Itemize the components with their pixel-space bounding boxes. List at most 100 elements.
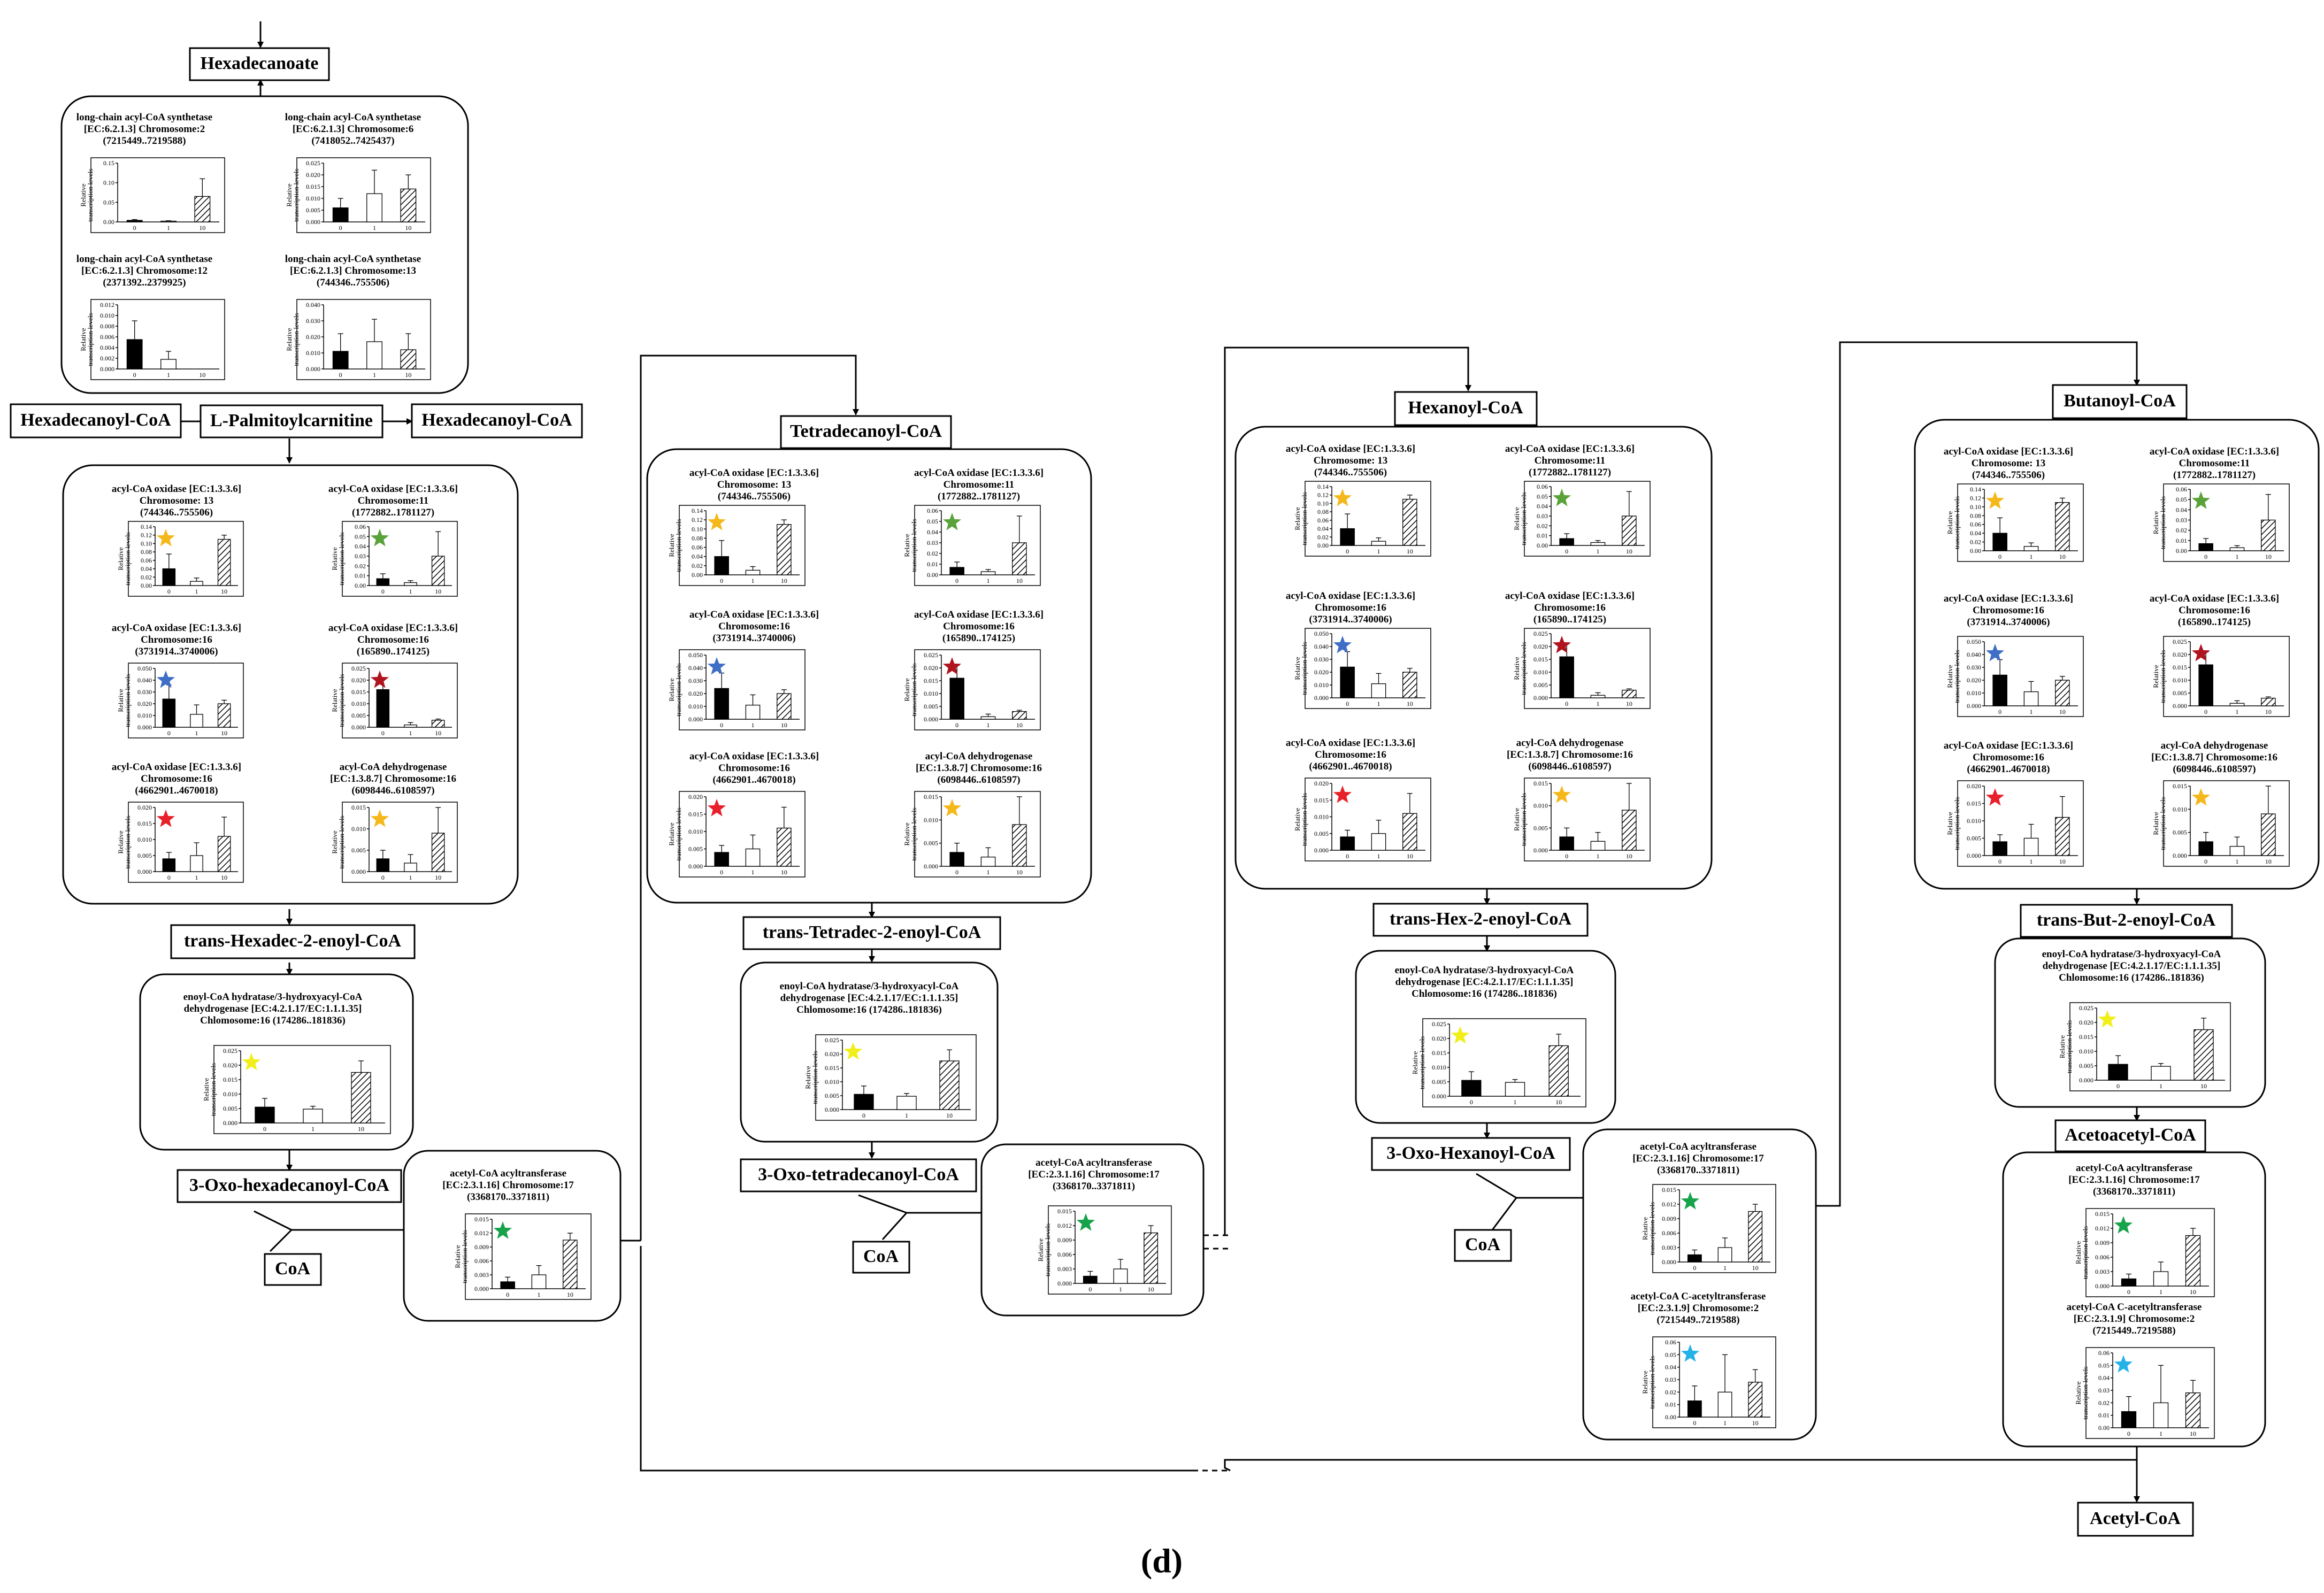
x-tick-label: 1 <box>2030 553 2033 560</box>
node-label: Acetoacetyl-CoA <box>2065 1125 2196 1145</box>
chart-title-line: dehydrogenase [EC:4.2.1.17/EC:1.1.1.35] <box>780 992 958 1004</box>
chart-title-line: (744346..755506) <box>1314 467 1387 478</box>
chart-p4_aco11: acyl-CoA oxidase [EC:1.3.3.6]Chromosome:… <box>2150 446 2290 562</box>
x-tick-label: 0 <box>720 721 723 729</box>
y-tick-label: 0.10 <box>141 540 152 547</box>
x-tick-label: 0 <box>1998 553 2001 560</box>
y-tick-label: 0.02 <box>1665 1388 1676 1396</box>
x-tick-label: 10 <box>1407 700 1413 707</box>
chart-p1_aco16b: acyl-CoA oxidase [EC:1.3.3.6]Chromosome:… <box>328 622 458 738</box>
x-tick-label: 10 <box>1407 852 1413 860</box>
y-tick-label: 0.015 <box>2173 782 2187 790</box>
node-label: L-Palmitoylcarnitine <box>210 411 373 430</box>
chart-title-line: (165890..174125) <box>1533 614 1606 625</box>
y-tick-label: 0.05 <box>103 198 114 206</box>
chart-title-line: [EC:6.2.1.3] Chromosome:6 <box>293 124 414 135</box>
chart-title-line: [EC:6.2.1.3] Chromosome:12 <box>81 265 208 276</box>
chart-title-line: (744346..755506) <box>317 277 389 288</box>
bar-1 <box>1717 1247 1732 1263</box>
x-tick-label: 10 <box>1016 868 1023 876</box>
star-icon <box>2191 644 2211 661</box>
y-tick-label: 0.08 <box>141 548 152 556</box>
x-tick-label: 10 <box>2200 1082 2207 1090</box>
star-icon <box>1333 786 1352 803</box>
node-trans-but: trans-But-2-enoyl-CoA <box>2020 904 2233 938</box>
bar-0 <box>500 1281 515 1289</box>
x-tick-label: 10 <box>358 1125 364 1133</box>
y-tick-label: 0.015 <box>306 183 320 190</box>
y-tick-label: 0.015 <box>351 688 366 696</box>
y-axis-label: Relativetranscription levels <box>1513 492 1528 545</box>
y-tick-label: 0.030 <box>137 688 152 696</box>
chart-title-line: (165890..174125) <box>357 646 429 657</box>
y-tick-label: 0.015 <box>474 1215 489 1223</box>
bar-10 <box>2261 519 2276 551</box>
y-tick-label: 0.010 <box>924 690 938 697</box>
chart-title-line: [EC:1.3.8.7] Chromosome:16 <box>330 773 456 784</box>
chart-acs_chr12: long-chain acyl-CoA synthetase[EC:6.2.1.… <box>76 253 225 380</box>
star-icon <box>2114 1355 2133 1373</box>
y-axis-label-line2: transcription levels <box>338 674 346 727</box>
y-tick-label: 0.015 <box>1662 1186 1676 1194</box>
chart-p4_acd16: acyl-CoA dehydrogenase[EC:1.3.8.7] Chrom… <box>2151 740 2290 867</box>
y-tick-label: 0.00 <box>355 582 366 589</box>
y-tick-label: 0.020 <box>688 690 703 697</box>
y-tick-label: 0.000 <box>474 1285 489 1292</box>
chart-title-line: long-chain acyl-CoA synthetase <box>285 253 421 265</box>
x-tick-label: 0 <box>1470 1098 1473 1106</box>
y-tick-label: 0.015 <box>1533 780 1548 787</box>
chart-acs_chr6: long-chain acyl-CoA synthetase[EC:6.2.1.… <box>285 112 431 233</box>
bar-0 <box>714 688 729 720</box>
bar-0 <box>1340 528 1355 546</box>
y-axis-label-line1: Relative <box>1513 657 1521 680</box>
y-tick-label: 0.04 <box>2098 1374 2110 1382</box>
y-axis-label: Relativetranscription levels <box>1946 650 1961 703</box>
y-axis-label-line1: Relative <box>2074 1241 2082 1265</box>
y-axis-label: Relativetranscription levels <box>1946 496 1961 549</box>
x-tick-label: 0 <box>720 868 723 876</box>
bar-1 <box>404 582 417 586</box>
bar-1 <box>366 341 382 370</box>
x-tick-label: 1 <box>2030 858 2033 865</box>
y-tick-label: 0.05 <box>355 533 366 540</box>
bar-0 <box>2198 543 2213 551</box>
bar-1 <box>404 724 417 728</box>
y-tick-label: 0.04 <box>1970 529 1981 537</box>
bar-10 <box>777 827 792 867</box>
y-tick-label: 0.000 <box>1533 846 1548 854</box>
x-tick-label: 10 <box>1148 1286 1154 1293</box>
y-axis-label: Relativetranscription levels <box>331 674 346 727</box>
bar-0 <box>949 852 964 867</box>
star-icon <box>1451 1026 1470 1044</box>
y-tick-label: 0.04 <box>1537 503 1548 510</box>
chart-title-line: Chromosome:11 <box>944 479 1015 490</box>
chart-title-line: acyl-CoA dehydrogenase <box>925 751 1033 762</box>
y-tick-label: 0.12 <box>141 532 152 539</box>
chart-p3_aco13: acyl-CoA oxidase [EC:1.3.3.6]Chromosome:… <box>1286 443 1431 557</box>
y-tick-label: 0.10 <box>1317 499 1329 507</box>
chart-title-line: acetyl-CoA acyltransferase <box>1640 1141 1757 1152</box>
y-axis-label-line1: Relative <box>285 328 293 351</box>
bar-10 <box>400 349 417 370</box>
node-label: Butanoyl-CoA <box>2064 391 2176 411</box>
star-icon <box>707 513 726 530</box>
bar-1 <box>2229 547 2245 551</box>
x-tick-label: 0 <box>2127 1288 2130 1296</box>
star-icon <box>156 810 175 827</box>
y-tick-label: 0.06 <box>1665 1338 1676 1346</box>
chart-title-line: [EC:6.2.1.3] Chromosome:2 <box>84 124 205 135</box>
y-axis-label-line1: Relative <box>1641 1371 1649 1394</box>
y-tick-label: 0.02 <box>2176 527 2187 534</box>
y-axis-label: Relativetranscription levels <box>331 532 346 585</box>
chart-title-line: Chromosome: 13 <box>1314 455 1387 466</box>
y-tick-label: 0.06 <box>927 507 938 514</box>
chart-p3_acetyl: acetyl-CoA C-acetyltransferase[EC:2.3.1.… <box>1631 1291 1776 1428</box>
y-tick-label: 0.020 <box>2173 651 2187 658</box>
y-tick-label: 0.010 <box>1967 817 1981 825</box>
chart-title-line: (3731914..3740006) <box>135 646 218 657</box>
y-axis-label: Relativetranscription levels <box>285 313 300 366</box>
bar-1 <box>1113 1268 1128 1284</box>
y-axis-label: Relativetranscription levels <box>117 674 132 727</box>
x-tick-label: 10 <box>1016 577 1023 584</box>
node-label: 3-Oxo-Hexanoyl-CoA <box>1386 1143 1555 1163</box>
